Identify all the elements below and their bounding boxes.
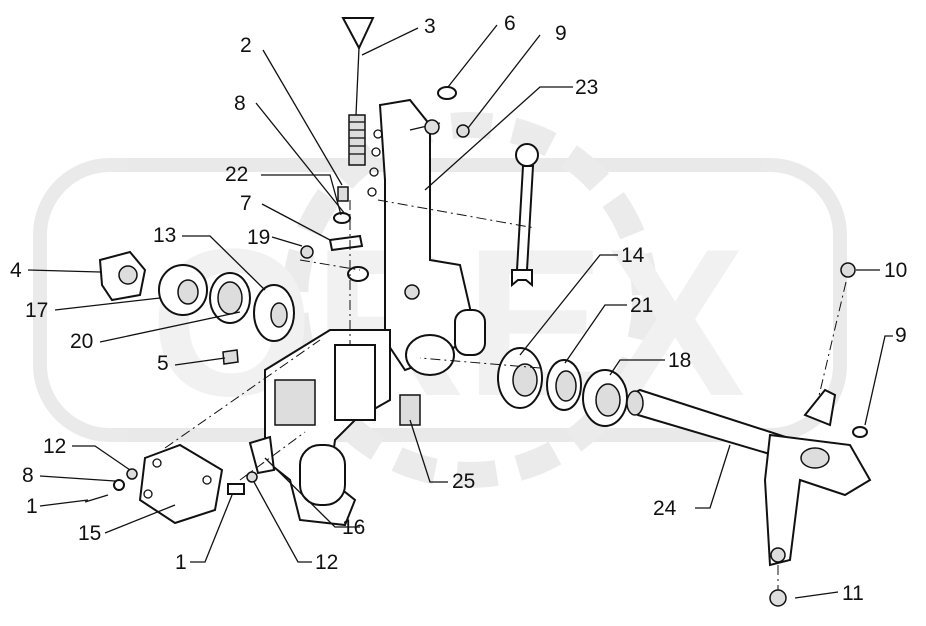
callout-5: 5 xyxy=(157,352,169,375)
callout-12a: 12 xyxy=(43,435,66,458)
shaft-lever-part xyxy=(626,388,872,567)
callout-13: 13 xyxy=(153,224,176,247)
callout-10: 10 xyxy=(884,259,907,282)
callout-1b: 1 xyxy=(175,551,187,574)
spanner-part xyxy=(511,143,539,288)
leader-lines xyxy=(27,24,893,599)
left-bearing-stack xyxy=(98,250,295,342)
callout-16: 16 xyxy=(342,516,365,539)
callout-6: 6 xyxy=(504,12,516,35)
callout-9b: 9 xyxy=(895,324,907,347)
callout-19: 19 xyxy=(247,226,270,249)
right-bearing-stack xyxy=(497,347,628,427)
callout-11: 11 xyxy=(842,582,864,605)
drawing xyxy=(84,17,872,607)
callout-20: 20 xyxy=(70,330,93,353)
callout-3: 3 xyxy=(424,15,436,38)
callout-1a: 1 xyxy=(26,495,38,518)
small-parts xyxy=(222,86,868,607)
callout-4: 4 xyxy=(10,259,22,282)
callout-8a: 8 xyxy=(234,92,246,115)
callout-12b: 12 xyxy=(315,551,338,574)
callout-14: 14 xyxy=(621,244,645,267)
callout-17: 17 xyxy=(25,299,48,322)
callout-18: 18 xyxy=(668,349,691,372)
cover-plate-part xyxy=(84,443,224,525)
callout-15: 15 xyxy=(78,522,101,545)
callout-23: 23 xyxy=(575,76,598,99)
callout-7: 7 xyxy=(240,192,252,215)
callouts: 3 2 6 9 23 8 22 7 13 19 4 17 20 5 14 21 … xyxy=(10,12,907,605)
housing-part xyxy=(264,329,421,527)
callout-24: 24 xyxy=(653,497,677,520)
callout-21: 21 xyxy=(630,294,653,317)
pin-handle-part xyxy=(341,17,375,166)
bolt-parts xyxy=(227,435,276,495)
assembly-lines xyxy=(164,199,847,590)
callout-8b: 8 xyxy=(22,464,34,487)
callout-25: 25 xyxy=(452,470,475,493)
callout-2: 2 xyxy=(240,34,252,57)
callout-22: 22 xyxy=(225,163,248,186)
callout-9a: 9 xyxy=(555,22,567,45)
arm-part xyxy=(367,98,486,376)
